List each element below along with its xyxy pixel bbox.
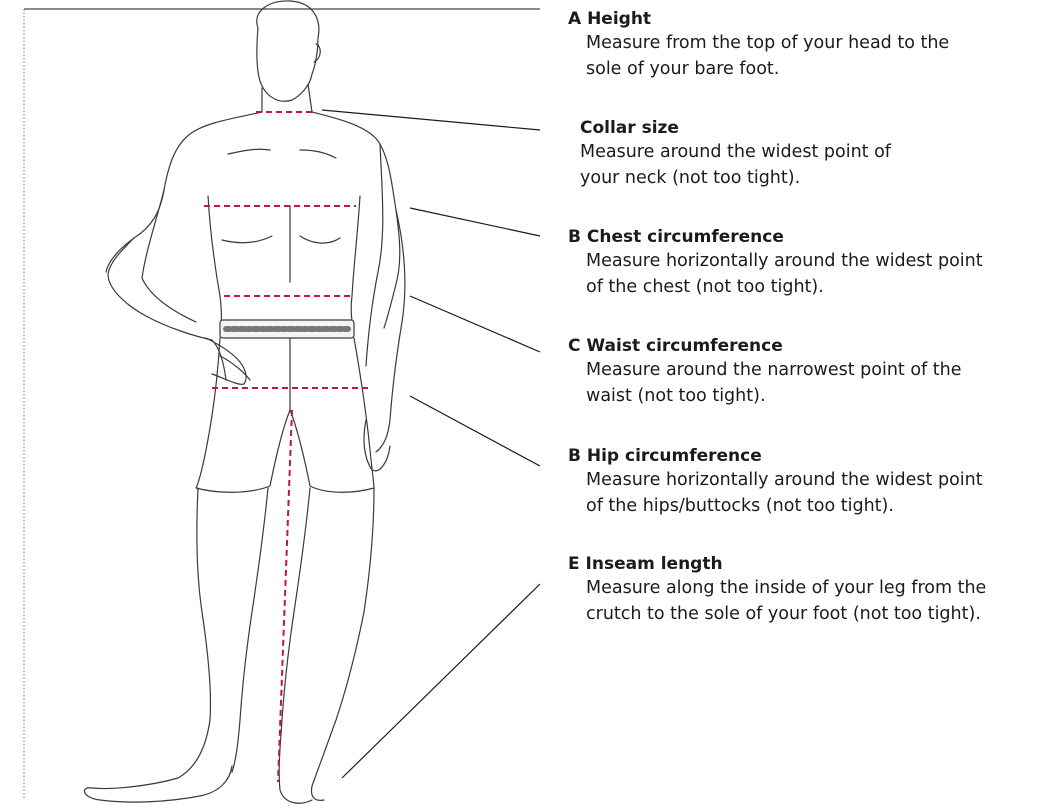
- inseam-desc-line-2: crutch to the sole of your foot (not too…: [586, 601, 986, 627]
- collar-leader: [322, 110, 540, 130]
- height-desc-line-2: sole of your bare foot.: [586, 56, 949, 82]
- chest-annotation: B Chest circumference Measure horizontal…: [568, 226, 983, 300]
- figure-head: [257, 1, 319, 101]
- inseam-annotation: E Inseam length Measure along the inside…: [568, 553, 986, 627]
- figure-right-arm-inner: [366, 144, 383, 366]
- chest-desc-line-1: Measure horizontally around the widest p…: [586, 248, 983, 274]
- hip-desc-line-2: of the hips/buttocks (not too tight).: [586, 493, 983, 519]
- figure-left-hand: [206, 338, 250, 384]
- inseam-leader: [342, 584, 540, 778]
- height-desc-line-1: Measure from the top of your head to the: [586, 30, 949, 56]
- figure-shorts-left: [196, 338, 290, 492]
- height-title: A Height: [568, 8, 949, 30]
- collar-annotation: Collar size Measure around the widest po…: [580, 117, 891, 191]
- figure-left-leg-inner: [232, 488, 268, 772]
- leader-lines: [322, 110, 540, 778]
- inseam-title: E Inseam length: [568, 553, 986, 575]
- chest-title: B Chest circumference: [568, 226, 983, 248]
- hip-title: B Hip circumference: [568, 445, 983, 467]
- collar-title: Collar size: [580, 117, 891, 139]
- waist-title: C Waist circumference: [568, 335, 962, 357]
- hip-leader: [410, 396, 540, 466]
- figure-shorts-right: [290, 338, 374, 492]
- figure-left-arm-inner: [142, 190, 196, 322]
- hip-annotation: B Hip circumference Measure horizontally…: [568, 445, 983, 519]
- figure-side-left: [208, 196, 222, 332]
- collar-desc-line-2: your neck (not too tight).: [580, 165, 891, 191]
- figure-side-right: [351, 196, 360, 332]
- figure-chest-line: [222, 236, 340, 243]
- height-annotation: A Height Measure from the top of your he…: [568, 8, 949, 82]
- collar-desc-line-1: Measure around the widest point of: [580, 139, 891, 165]
- figure-left-arm: [108, 238, 226, 380]
- inseam-desc-line-1: Measure along the inside of your leg fro…: [586, 575, 986, 601]
- chest-leader: [410, 208, 540, 236]
- figure-torso-left: [106, 112, 262, 272]
- measurement-lines: [204, 112, 368, 782]
- waist-annotation: C Waist circumference Measure around the…: [568, 335, 962, 409]
- chest-desc-line-2: of the chest (not too tight).: [586, 274, 983, 300]
- human-figure: [84, 1, 404, 803]
- inseam-measure-line: [278, 410, 292, 782]
- hip-desc-line-1: Measure horizontally around the widest p…: [586, 467, 983, 493]
- figure-left-leg-outer: [84, 488, 232, 802]
- figure-collarbones: [228, 149, 336, 158]
- waist-leader: [410, 296, 540, 352]
- figure-neck: [262, 84, 312, 112]
- figure-right-arm: [376, 210, 405, 452]
- figure-right-leg-outer: [312, 488, 375, 800]
- waist-desc-line-1: Measure around the narrowest point of th…: [586, 357, 962, 383]
- waist-desc-line-2: waist (not too tight).: [586, 383, 962, 409]
